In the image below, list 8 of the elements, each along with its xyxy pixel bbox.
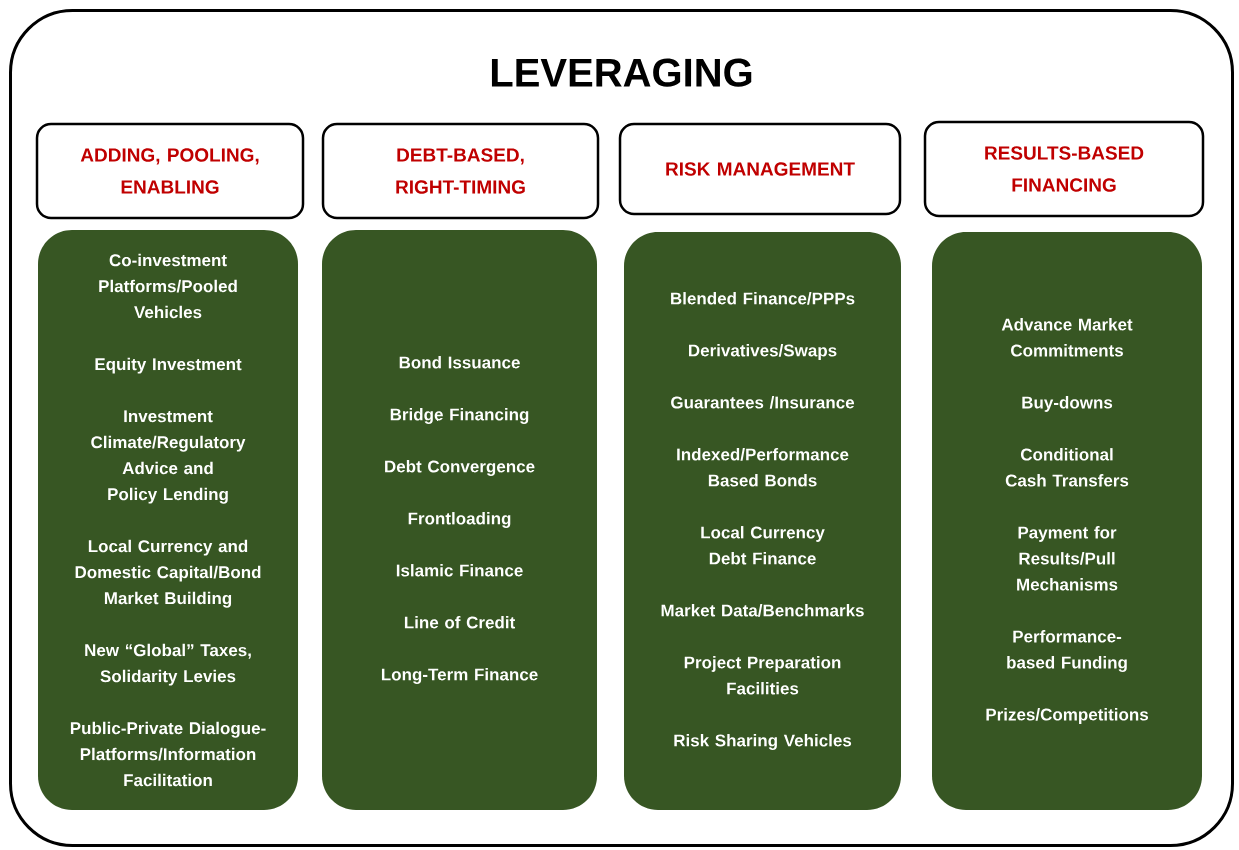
header-box: ADDING, POOLING, ENABLING [35, 122, 305, 220]
header-box: DEBT-BASED, RIGHT-TIMING [321, 122, 600, 220]
header-box: RESULTS-BASED FINANCING [923, 120, 1205, 218]
item-panel: Advance Market Commitments Buy-downs Conditional Cash Transfers Payment for Results/Pull Mechanisms Performance-based Funding Prizes/Competitions [932, 232, 1202, 810]
header-box: RISK MANAGEMENT [618, 122, 902, 216]
item-panel: Blended Finance/PPPs Derivatives/Swaps Guarantees /Insurance Indexed/Performance Based Bonds Local Currency Debt Finance Market Data/Benchmarks Project Preparation Facilities Risk Sharing Vehicles [624, 232, 901, 810]
item-panel: Co-investment Platforms/Pooled Vehicles Equity Investment Investment Climate/Regulatory Advice and Policy Lending Local Currency and Domestic Capital/Bond Market Building New “Global” Taxes, Solidarity Levies Public-Private Dialogue-Platforms/Information Facilitation [38, 230, 298, 810]
item-panel: Bond Issuance Bridge Financing Debt Convergence Frontloading Islamic Finance Line of Credit Long-Term Finance [322, 230, 597, 810]
